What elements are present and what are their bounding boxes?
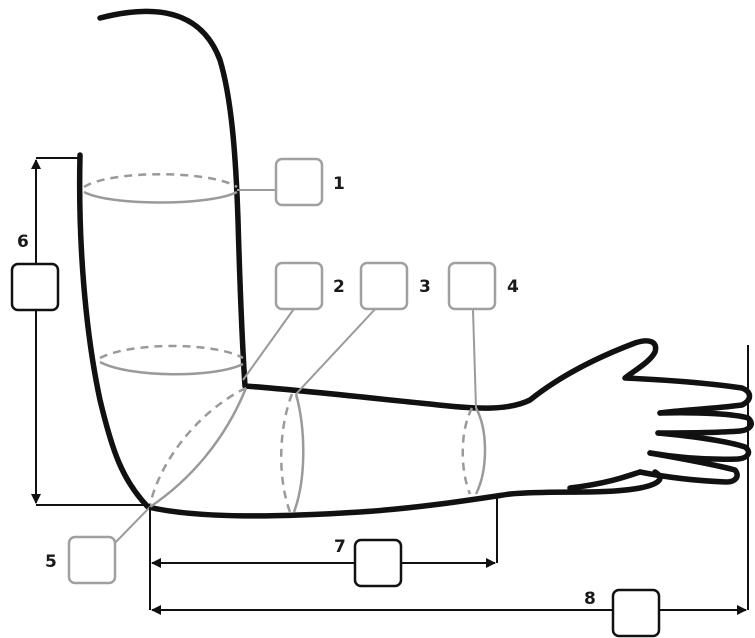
measure-5-back	[150, 388, 246, 505]
measure-2-back	[100, 346, 243, 358]
finger-1	[658, 413, 751, 433]
arm-outer-outline	[100, 11, 750, 413]
measure-3-label: 3	[419, 277, 431, 297]
measure-2-box[interactable]	[276, 263, 322, 309]
leader-5	[112, 507, 150, 546]
leader-4	[473, 310, 476, 408]
measure-1-label: 1	[333, 174, 345, 194]
measure-3-box[interactable]	[361, 263, 407, 309]
measure-1-back	[84, 174, 237, 187]
measure-4-back	[463, 408, 472, 494]
measure-5-box[interactable]	[69, 537, 115, 583]
leader-2	[243, 306, 296, 380]
measure-8-box[interactable]	[613, 590, 659, 636]
measure-1-front	[84, 192, 237, 203]
leader-3	[296, 306, 378, 394]
measure-7-label: 7	[334, 537, 346, 557]
measure-3-front	[294, 394, 303, 512]
arm-inner-outline	[80, 155, 660, 516]
measure-2-front	[100, 362, 243, 374]
measure-5-front	[150, 388, 246, 507]
measure-4-box[interactable]	[449, 263, 495, 309]
measure-5-label: 5	[45, 552, 57, 572]
measure-1-box[interactable]	[276, 159, 322, 205]
hand-palm-edge	[570, 472, 640, 488]
measure-4-front	[476, 408, 485, 494]
measure-6-box[interactable]	[12, 264, 58, 310]
measure-4-label: 4	[507, 277, 519, 297]
measure-7-box[interactable]	[355, 540, 401, 586]
measure-3-back	[281, 394, 292, 512]
measure-2-label: 2	[333, 277, 345, 297]
measure-6-label: 6	[17, 232, 29, 252]
measure-8-label: 8	[584, 589, 596, 609]
